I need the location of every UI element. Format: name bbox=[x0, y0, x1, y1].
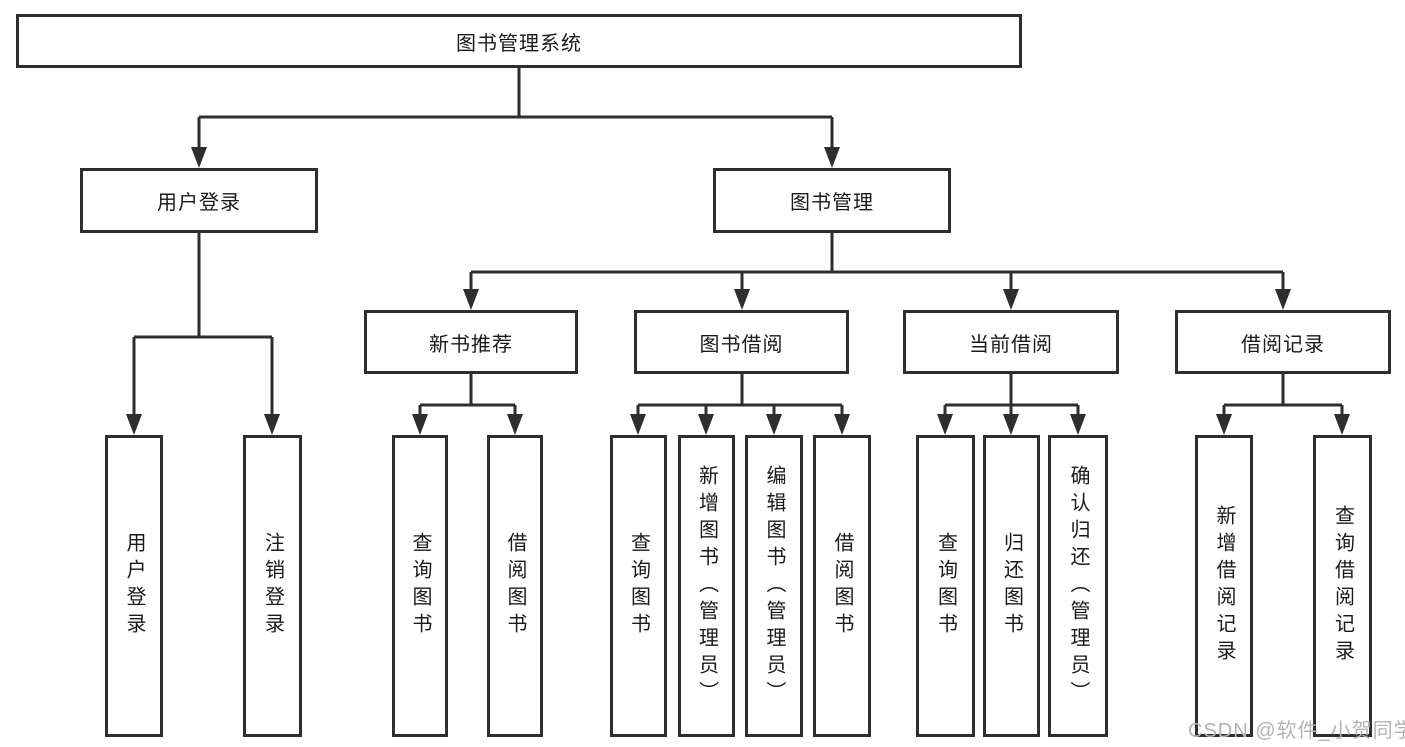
node-book-management-label: 图书管理 bbox=[790, 192, 874, 214]
leaf-edit-book-admin: 编辑图书（管理员） bbox=[745, 435, 803, 737]
node-borrow-records: 借阅记录 bbox=[1175, 310, 1391, 374]
node-user-login-label: 用户登录 bbox=[157, 192, 241, 214]
leaf-add-book-admin: 新增图书（管理员） bbox=[678, 435, 735, 737]
leaf-query-borrow-record: 查询借阅记录 bbox=[1313, 435, 1372, 737]
leaf-logout-label: 注销登录 bbox=[261, 532, 284, 640]
csdn-watermark: CSDN @软件_小贺同学 bbox=[1188, 720, 1405, 742]
node-root-system: 图书管理系统 bbox=[16, 14, 1022, 68]
leaf-borrow-query-book-label: 查询图书 bbox=[627, 532, 650, 640]
leaf-newbook-borrow-book: 借阅图书 bbox=[487, 435, 543, 737]
node-new-book-recommend-label: 新书推荐 bbox=[429, 333, 513, 356]
leaf-query-borrow-record-label: 查询借阅记录 bbox=[1331, 505, 1354, 667]
leaf-newbook-query-book-label: 查询图书 bbox=[409, 532, 431, 640]
node-new-book-recommend: 新书推荐 bbox=[364, 310, 578, 374]
node-book-borrowing-label: 图书借阅 bbox=[699, 333, 784, 356]
leaf-logout: 注销登录 bbox=[243, 435, 302, 737]
leaf-borrow-query-book: 查询图书 bbox=[610, 435, 667, 737]
leaf-return-book: 归还图书 bbox=[983, 435, 1040, 737]
leaf-confirm-return-admin: 确认归还（管理员） bbox=[1048, 435, 1108, 737]
node-root-label: 图书管理系统 bbox=[456, 32, 582, 55]
node-book-management: 图书管理 bbox=[713, 168, 951, 233]
node-current-borrowing: 当前借阅 bbox=[903, 310, 1119, 374]
leaf-current-query-book: 查询图书 bbox=[916, 435, 975, 737]
leaf-user-login: 用户登录 bbox=[105, 435, 163, 737]
node-book-borrowing: 图书借阅 bbox=[634, 310, 849, 374]
leaf-add-book-admin-label: 新增图书（管理员） bbox=[695, 464, 718, 708]
arrowheads bbox=[126, 147, 1350, 435]
leaf-add-borrow-record-label: 新增借阅记录 bbox=[1213, 505, 1235, 667]
leaf-return-book-label: 归还图书 bbox=[1000, 532, 1023, 640]
node-borrow-records-label: 借阅记录 bbox=[1241, 333, 1325, 356]
leaf-newbook-borrow-book-label: 借阅图书 bbox=[504, 532, 526, 640]
leaf-borrow-book-label: 借阅图书 bbox=[831, 532, 853, 640]
node-user-login: 用户登录 bbox=[80, 168, 318, 233]
node-current-borrowing-label: 当前借阅 bbox=[969, 333, 1053, 356]
leaf-confirm-return-admin-label: 确认归还（管理员） bbox=[1067, 464, 1089, 708]
leaf-borrow-book: 借阅图书 bbox=[813, 435, 871, 737]
leaf-current-query-book-label: 查询图书 bbox=[934, 532, 957, 640]
leaf-newbook-query-book: 查询图书 bbox=[392, 435, 448, 737]
leaf-user-login-label: 用户登录 bbox=[123, 532, 145, 640]
leaf-add-borrow-record: 新增借阅记录 bbox=[1195, 435, 1253, 737]
leaf-edit-book-admin-label: 编辑图书（管理员） bbox=[763, 464, 785, 708]
